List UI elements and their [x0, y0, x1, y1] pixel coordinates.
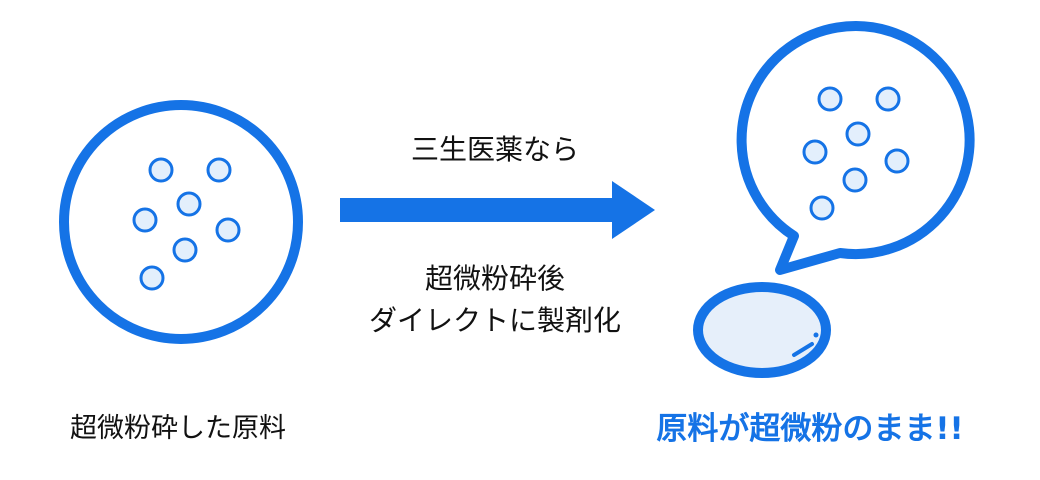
particle-icon	[148, 157, 174, 183]
particle-icon	[884, 148, 910, 174]
particle-icon	[845, 121, 871, 147]
arrow-label-bottom-line2: ダイレクトに製剤化	[368, 304, 621, 337]
particle-icon	[809, 195, 835, 221]
arrow-label-bottom: 超微粉砕後 ダイレクトに製剤化	[330, 258, 660, 342]
particle-icon	[206, 157, 232, 183]
particle-icon	[172, 237, 198, 263]
particle-icon	[215, 217, 241, 243]
particle-icon	[176, 191, 202, 217]
right-caption: 原料が超微粉のまま!!	[656, 411, 964, 447]
particle-icon	[817, 86, 843, 112]
speech-bubble-icon	[736, 21, 975, 275]
particle-icon	[132, 207, 158, 233]
left-particles	[132, 157, 241, 291]
right-particles	[802, 86, 910, 221]
particle-icon	[139, 265, 165, 291]
arrow-label-top: 三生医薬なら	[410, 133, 579, 166]
left-caption: 超微粉砕した原料	[70, 413, 286, 444]
arrow-label-bottom-line1: 超微粉砕後	[424, 262, 565, 295]
particle-icon	[842, 167, 868, 193]
arrow-icon	[340, 181, 655, 239]
particle-icon	[875, 86, 901, 112]
particle-icon	[802, 139, 828, 165]
left-powder-group	[59, 100, 303, 344]
capsule-icon	[693, 282, 831, 378]
left-circle-icon	[59, 100, 303, 344]
